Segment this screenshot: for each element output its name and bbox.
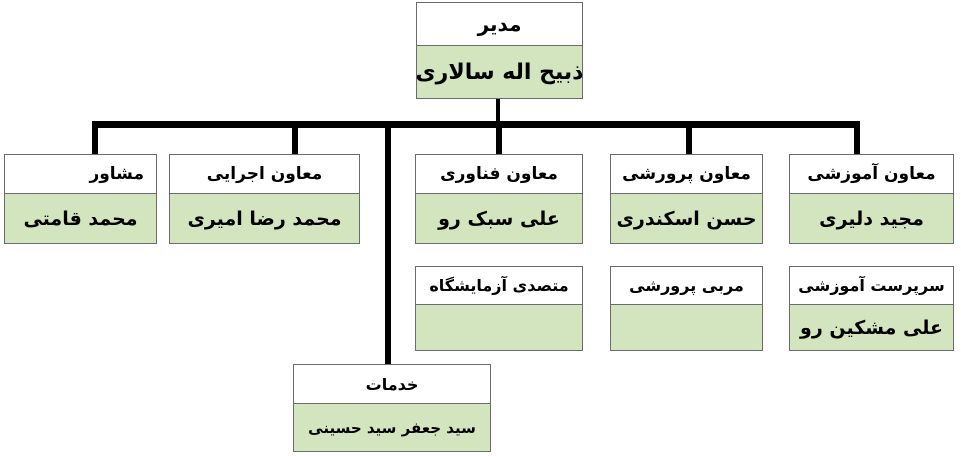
training-coach-name — [611, 304, 762, 350]
training-coach-title: مربی پرورشی — [611, 267, 762, 304]
training-deputy-box: معاون پرورشی حسن اسکندری — [610, 154, 763, 244]
lab-manager-box: متصدی آزمایشگاه — [415, 266, 583, 351]
services-title: خدمات — [294, 365, 490, 403]
training-deputy-title: معاون پرورشی — [611, 155, 762, 193]
director-name: ذبیح اله سالاری — [416, 45, 583, 98]
executive-deputy-name: محمد رضا امیری — [170, 193, 359, 243]
education-supervisor-box: سرپرست آموزشی علی مشکین رو — [789, 266, 954, 351]
education-supervisor-title: سرپرست آموزشی — [790, 267, 953, 304]
connector-director-down — [496, 98, 500, 125]
connector-horizontal-bar — [92, 121, 860, 128]
services-name: سید جعفر سید حسینی — [294, 403, 490, 451]
executive-deputy-title: معاون اجرایی — [170, 155, 359, 193]
director-box: مدیر ذبیح اله سالاری — [416, 2, 583, 99]
connector-technology-deputy — [496, 121, 502, 154]
connector-advisor — [92, 121, 98, 154]
connector-executive-deputy — [292, 121, 298, 154]
education-deputy-box: معاون آموزشی مجید دلیری — [789, 154, 954, 244]
director-title: مدیر — [417, 3, 582, 45]
education-deputy-title: معاون آموزشی — [790, 155, 953, 193]
technology-deputy-name: علی سبک رو — [416, 193, 582, 243]
lab-manager-title: متصدی آزمایشگاه — [416, 267, 582, 304]
advisor-title: مشاور — [5, 155, 156, 193]
technology-deputy-box: معاون فناوری علی سبک رو — [415, 154, 583, 244]
advisor-box: مشاور محمد قامتی — [4, 154, 157, 244]
technology-deputy-title: معاون فناوری — [416, 155, 582, 193]
lab-manager-name — [416, 304, 582, 350]
education-supervisor-name: علی مشکین رو — [790, 304, 953, 350]
connector-training-deputy — [686, 121, 692, 154]
connector-services — [385, 121, 391, 366]
executive-deputy-box: معاون اجرایی محمد رضا امیری — [169, 154, 360, 244]
advisor-name: محمد قامتی — [5, 193, 156, 243]
training-deputy-name: حسن اسکندری — [611, 193, 762, 243]
training-coach-box: مربی پرورشی — [610, 266, 763, 351]
connector-education-deputy — [854, 121, 860, 154]
education-deputy-name: مجید دلیری — [790, 193, 953, 243]
services-box: خدمات سید جعفر سید حسینی — [293, 364, 491, 452]
